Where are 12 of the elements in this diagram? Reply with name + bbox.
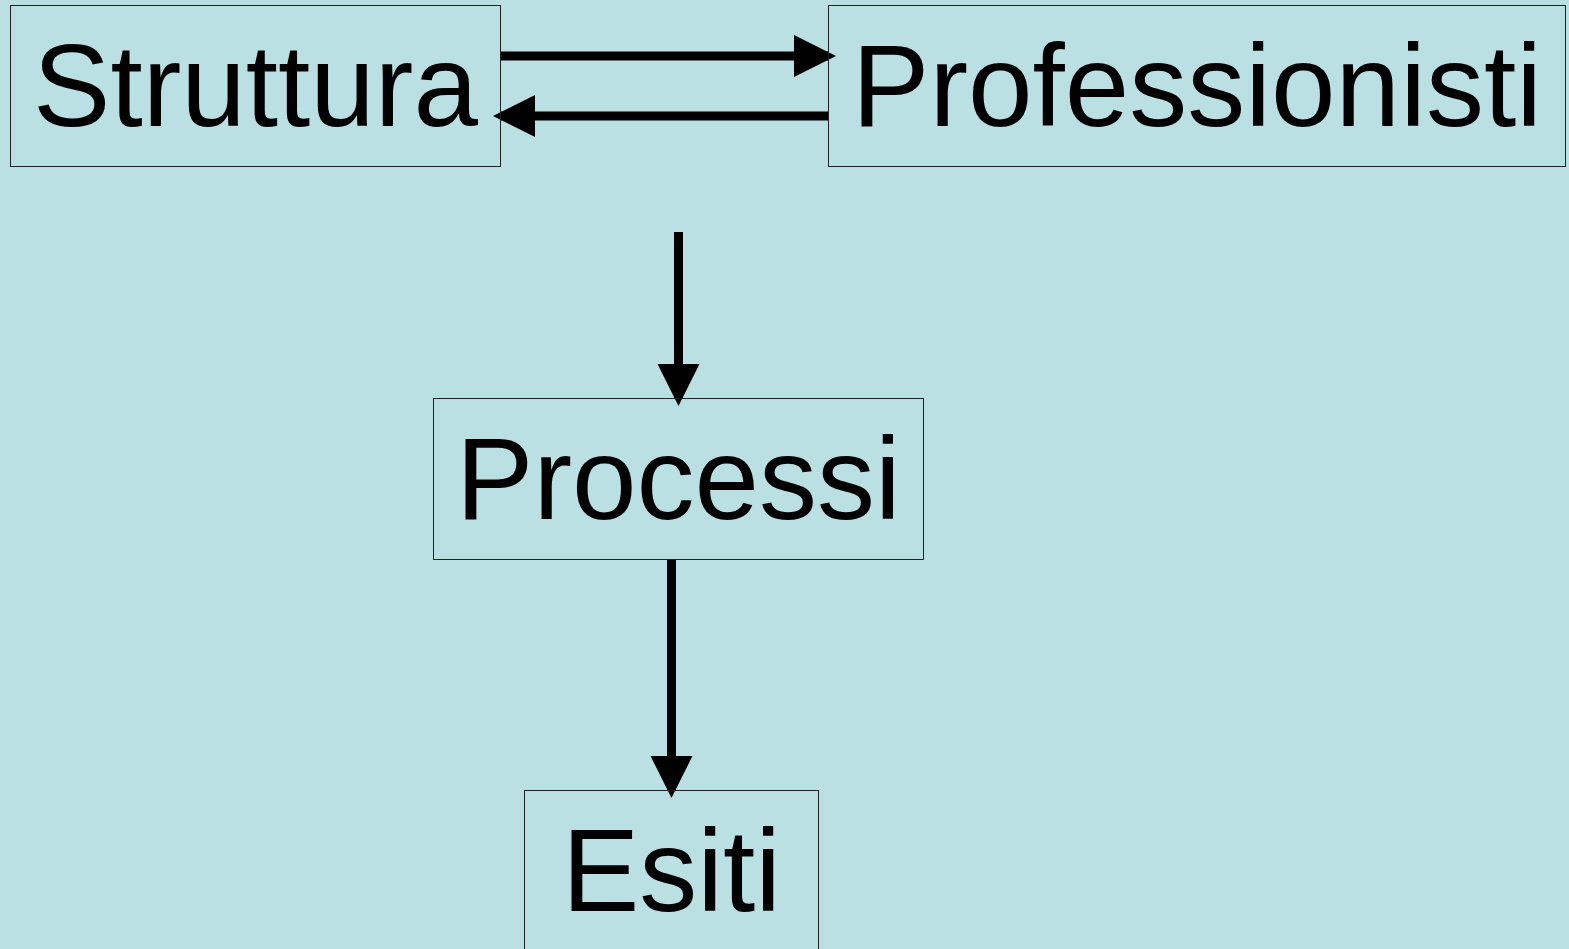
arrow: [657, 232, 700, 406]
arrow: [493, 95, 828, 137]
concept-box: [524, 790, 819, 949]
arrow: [650, 560, 693, 798]
box-label: Professionisti: [852, 28, 1542, 144]
arrow: [501, 35, 836, 77]
concept-box: [433, 398, 924, 560]
concept-box: [828, 5, 1566, 167]
box-label: Processi: [456, 421, 901, 537]
box-label: Esiti: [561, 813, 782, 929]
concept-box: [10, 5, 501, 167]
box-label: Struttura: [33, 28, 478, 144]
